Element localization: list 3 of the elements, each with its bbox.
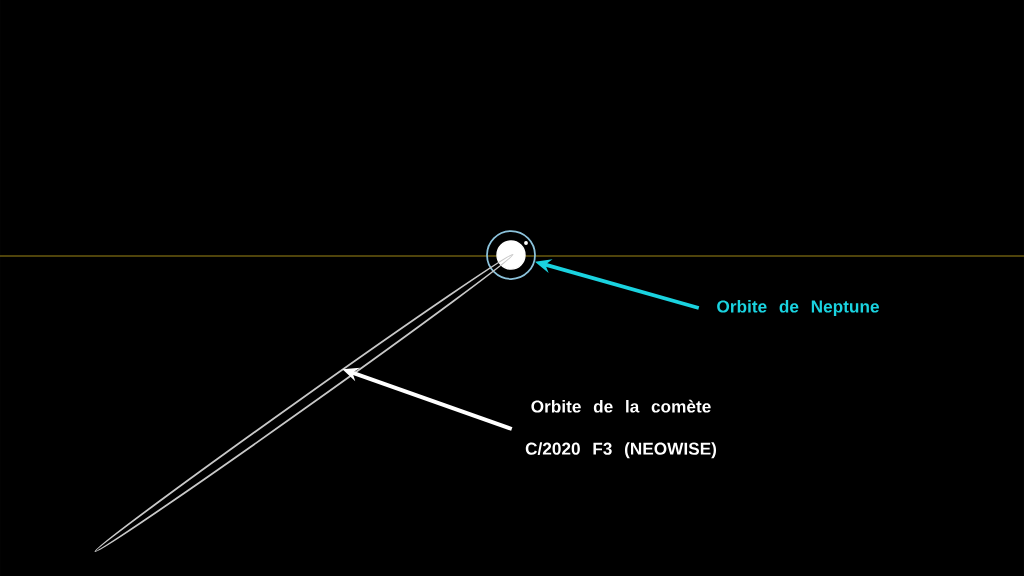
orbit-label: Orbite de la comète C/2020 F3 (NEOWISE) [525,399,717,459]
orbit-label: Orbite de Neptune [717,300,879,317]
orbit-circle [486,230,536,280]
